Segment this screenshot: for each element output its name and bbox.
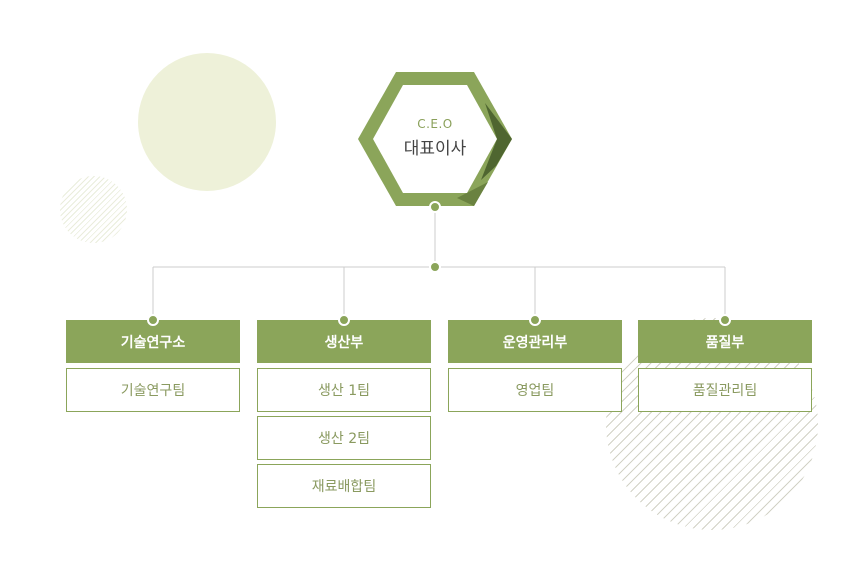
team-material-mixing: 재료배합팀 [257, 464, 431, 508]
ceo-title: C.E.O [417, 117, 453, 131]
connector-dot-junction [429, 261, 441, 273]
connector-dot-dept-2 [338, 314, 350, 326]
team-production-2: 생산 2팀 [257, 416, 431, 460]
dept-operations: 운영관리부 [448, 320, 622, 363]
decorative-circle-small [60, 176, 127, 243]
connector-dot-dept-3 [529, 314, 541, 326]
decorative-circle-large [138, 53, 276, 191]
ceo-hexagon [358, 72, 512, 206]
connector-dot-dept-1 [147, 314, 159, 326]
team-production-1: 생산 1팀 [257, 368, 431, 412]
ceo-node: C.E.O 대표이사 [357, 70, 513, 208]
team-quality-control: 품질관리팀 [638, 368, 812, 412]
connector-dot-dept-4 [719, 314, 731, 326]
dept-tech-research: 기술연구소 [66, 320, 240, 363]
team-tech-research: 기술연구팀 [66, 368, 240, 412]
dept-quality: 품질부 [638, 320, 812, 363]
ceo-name: 대표이사 [403, 139, 467, 159]
connector-dot-ceo [429, 201, 441, 213]
dept-production: 생산부 [257, 320, 431, 363]
team-sales: 영업팀 [448, 368, 622, 412]
